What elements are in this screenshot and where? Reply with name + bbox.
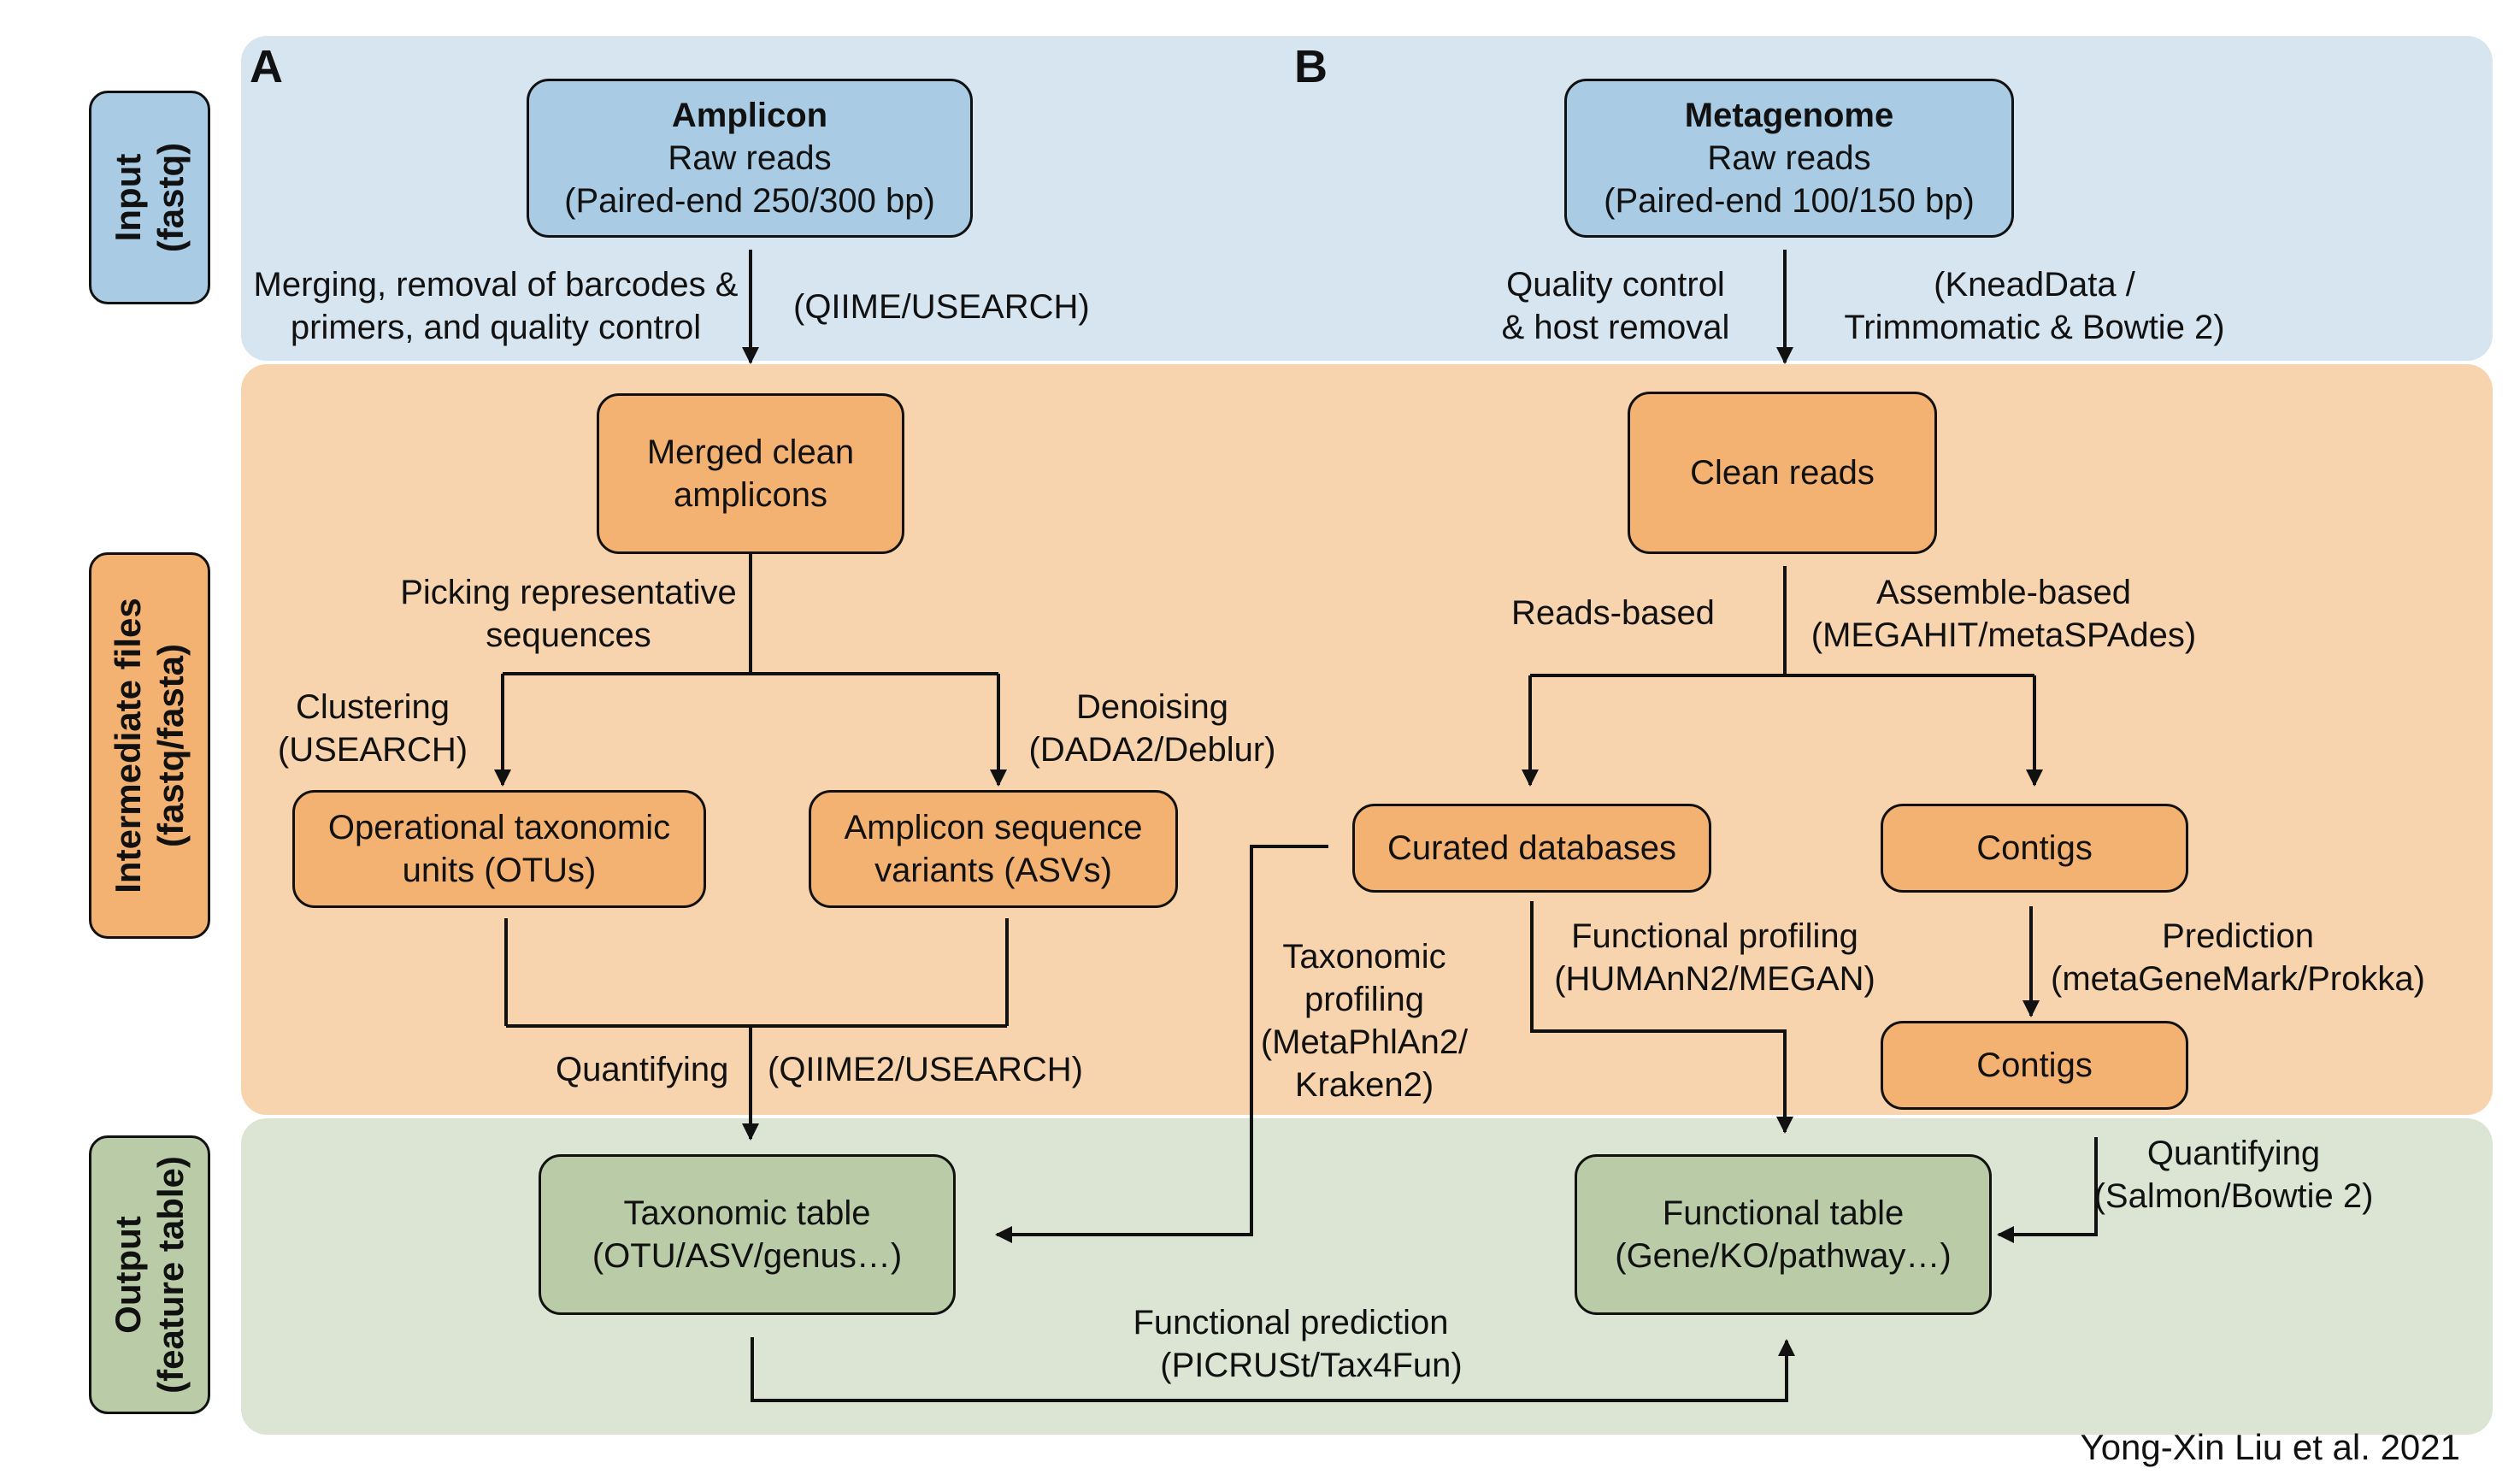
label-quality-control: Quality control & host removal [1470,263,1761,349]
label-assemble: Assemble-based (MEGAHIT/metaSPAdes) [1807,571,2200,657]
arrow-contigs-to-func-table [1997,1137,2098,1243]
func-table-line2: (Gene/KO/pathway…) [1615,1237,1952,1275]
asvs-line2: variants (ASVs) [874,852,1112,889]
box-metagenome-raw-reads: Metagenome Raw reads (Paired-end 100/150… [1564,79,2014,238]
otus-line2: units (OTUs) [402,852,597,889]
quantifying-right-line2: (Salmon/Bowtie 2) [2093,1177,2374,1215]
quality-control-line1: Quality control [1506,266,1725,304]
credit-text: Yong-Xin Liu et al. 2021 [2080,1427,2460,1467]
arrow-curated-to-tax-table [995,845,1328,1243]
section-label-output: Output(feature table) [89,1135,210,1414]
amplicon-line1: Raw reads [668,139,832,177]
tax-profiling-line4: Kraken2) [1294,1066,1434,1104]
box-contigs-1: Contigs [1881,804,2188,893]
box-functional-table: Functional table (Gene/KO/pathway…) [1575,1154,1992,1315]
tax-table-line2: (OTU/ASV/genus…) [592,1237,903,1275]
kneaddata-line2: Trimmomatic & Bowtie 2) [1844,309,2225,346]
label-picking: Picking representative sequences [376,571,761,657]
assemble-line2: (MEGAHIT/metaSPAdes) [1811,616,2197,654]
box-taxonomic-table: Taxonomic table (OTU/ASV/genus…) [539,1154,956,1315]
func-prediction-line1: Functional prediction [1133,1304,1449,1341]
assemble-line1: Assemble-based [1876,574,2131,611]
arrow-functional-prediction [751,1337,1795,1402]
asvs-line1: Amplicon sequence [844,809,1143,846]
box-asvs: Amplicon sequence variants (ASVs) [809,790,1178,908]
amplicon-title: Amplicon [671,97,828,134]
tax-profiling-line1: Taxonomic [1282,938,1446,976]
merged-line1: Merged clean [646,433,855,471]
label-qiime-usearch: (QIIME/USEARCH) [793,288,1090,326]
label-functional-profiling: Functional profiling (HUMAnN2/MEGAN) [1544,915,1886,1000]
section-label-intermediate: Intermediate files(fastq/fasta) [89,552,210,939]
otus-line1: Operational taxonomic [327,809,671,846]
merging-line1: Merging, removal of barcodes & [253,266,739,304]
box-otus: Operational taxonomic units (OTUs) [292,790,706,908]
curated-line1: Curated databases [1387,829,1676,867]
label-reads-based: Reads-based [1511,594,1715,632]
prediction-line1: Prediction [2162,917,2314,955]
metagenome-title: Metagenome [1684,97,1894,134]
tax-table-line1: Taxonomic table [623,1194,871,1232]
box-clean-reads: Clean reads [1628,392,1937,554]
box-amplicon-raw-reads: Amplicon Raw reads (Paired-end 250/300 b… [527,79,973,238]
label-quantifying-left: Quantifying [556,1051,729,1088]
picking-line1: Picking representative [400,574,737,611]
label-taxonomic-profiling: Taxonomic profiling (MetaPhlAn2/ Kraken2… [1253,935,1475,1106]
contigs1-line1: Contigs [1976,829,2093,867]
merging-line2: primers, and quality control [290,309,702,346]
metagenome-line2: (Paired-end 100/150 bp) [1604,182,1975,220]
amplicon-line2: (Paired-end 250/300 bp) [564,182,935,220]
section-label-input: Input(fastq) [89,91,210,304]
tax-profiling-line3: (MetaPhlAn2/ [1260,1023,1469,1061]
label-quantifying-right: Quantifying (Salmon/Bowtie 2) [2093,1132,2375,1218]
label-denoising: Denoising (DADA2/Deblur) [1016,686,1289,771]
label-prediction: Prediction (metaGeneMark/Prokka) [2041,915,2435,1000]
picking-line2: sequences [486,616,651,654]
func-profiling-line2: (HUMAnN2/MEGAN) [1554,960,1875,998]
box-curated-databases: Curated databases [1352,804,1711,893]
label-merging: Merging, removal of barcodes & primers, … [248,263,744,349]
denoising-line2: (DADA2/Deblur) [1028,731,1276,769]
metagenome-line1: Raw reads [1707,139,1871,177]
panel-label-b: B [1294,41,1328,92]
denoising-line1: Denoising [1076,688,1228,726]
func-prediction-line2: (PICRUSt/Tax4Fun) [1160,1347,1463,1384]
merged-line2: amplicons [673,476,828,514]
box-contigs-2: Contigs [1881,1021,2188,1110]
func-table-line1: Functional table [1662,1194,1905,1232]
quality-control-line2: & host removal [1501,309,1730,346]
quantifying-right-line1: Quantifying [2146,1135,2321,1172]
panel-label-a: A [250,41,283,92]
clustering-line2: (USEARCH) [277,731,468,769]
label-clustering: Clustering (USEARCH) [270,686,475,771]
label-functional-prediction: Functional prediction (PICRUSt/Tax4Fun) [1086,1301,1496,1387]
arrow-curated-to-func-table [1530,901,1793,1134]
func-profiling-line1: Functional profiling [1571,917,1858,955]
kneaddata-line1: (KneadData / [1934,266,2135,304]
box-merged-clean-amplicons: Merged clean amplicons [597,393,904,554]
clean-reads-line1: Clean reads [1690,454,1875,492]
label-qiime2-usearch: (QIIME2/USEARCH) [768,1051,1083,1088]
prediction-line2: (metaGeneMark/Prokka) [2051,960,2425,998]
contigs2-line1: Contigs [1976,1047,2093,1084]
label-kneaddata: (KneadData / Trimmomatic & Bowtie 2) [1821,263,2248,349]
tax-profiling-line2: profiling [1304,981,1425,1018]
clustering-line1: Clustering [295,688,450,726]
